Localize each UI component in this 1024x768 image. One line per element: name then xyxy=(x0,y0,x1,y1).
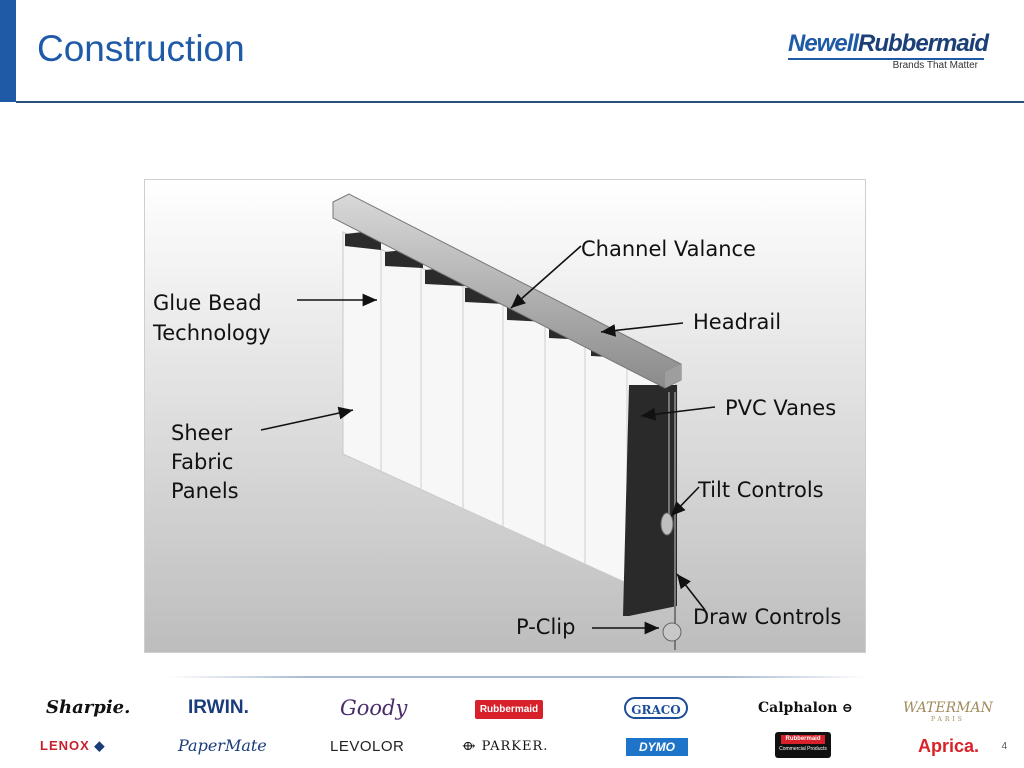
tilt-control-knob xyxy=(660,512,674,536)
waterman-subtext: PARIS xyxy=(931,716,965,723)
calphalon-mark-icon: ⊖ xyxy=(837,701,853,716)
irwin-text: IRWIN. xyxy=(188,697,249,718)
calphalon-text: Calphalon xyxy=(758,700,838,716)
irwin-logo: IRWIN. xyxy=(188,697,249,719)
papermate-text: PaperMate xyxy=(178,736,267,755)
levolor-logo: LEVOLOR xyxy=(330,738,404,755)
graco-text: GRACO xyxy=(631,703,681,717)
callout-sheer-1: Sheer xyxy=(171,421,232,445)
callout-p-clip: P-Clip xyxy=(516,615,575,639)
sharpie-logo: Sharpie. xyxy=(46,697,130,718)
parker-logo: ⟴ PARKER. xyxy=(462,739,548,754)
papermate-logo: PaperMate xyxy=(178,736,267,755)
goody-logo: Goody xyxy=(340,696,407,720)
callout-channel-valance: Channel Valance xyxy=(581,237,756,261)
headrail xyxy=(332,193,682,389)
logo-underline xyxy=(788,58,984,60)
lenox-mark-icon: ◆ xyxy=(89,738,106,753)
levolor-text: LEVOLOR xyxy=(330,738,405,755)
dymo-text: DYMO xyxy=(639,740,675,754)
aprica-text: Aprica. xyxy=(918,736,980,756)
parker-arrow-icon: ⟴ xyxy=(462,739,482,754)
page-number: 4 xyxy=(1001,741,1007,752)
accent-bar xyxy=(0,0,16,102)
goody-text: Goody xyxy=(340,696,408,720)
rubbermaid-text: Rubbermaid xyxy=(479,704,539,715)
waterman-text: WATERMAN xyxy=(903,700,993,716)
callout-arrows xyxy=(260,245,716,635)
callout-sheer-2: Fabric xyxy=(171,450,233,474)
logo-part-rubbermaid: Rubbermaid xyxy=(858,30,989,57)
callout-glue-bead-2: Technology xyxy=(152,321,271,345)
logo-tagline: Brands That Matter xyxy=(892,60,978,71)
callout-tilt-controls: Tilt Controls xyxy=(697,478,824,502)
blind-construction-diagram: Glue Bead Technology Sheer Fabric Panels… xyxy=(144,179,866,653)
p-clip-part xyxy=(662,622,682,642)
callout-glue-bead-1: Glue Bead xyxy=(153,291,262,315)
logo-wordmark: NewellRubbermaid xyxy=(788,30,989,58)
lenox-logo: LENOX ◆ xyxy=(40,738,105,754)
rubbermaid-commercial-text: Rubbermaid xyxy=(781,735,825,744)
callout-pvc-vanes: PVC Vanes xyxy=(725,396,836,420)
rubbermaid-commercial-subtext: Commercial Products xyxy=(779,746,827,752)
graco-logo: GRACO xyxy=(624,697,688,719)
footer-divider xyxy=(168,676,868,678)
pvc-vane-end xyxy=(623,385,677,616)
callout-draw-controls: Draw Controls xyxy=(693,605,841,629)
lenox-text: LENOX xyxy=(40,738,90,753)
waterman-logo: WATERMAN PARIS xyxy=(903,700,993,723)
logo-part-newell: Newell xyxy=(788,30,859,57)
rubbermaid-logo: Rubbermaid xyxy=(475,700,543,719)
calphalon-logo: Calphalon ⊖ xyxy=(758,700,853,716)
dymo-logo: DYMO xyxy=(626,738,688,756)
newell-rubbermaid-logo: NewellRubbermaid Brands That Matter xyxy=(788,30,989,75)
header-divider xyxy=(16,101,1024,103)
sharpie-text: Sharpie. xyxy=(46,697,131,718)
rubbermaid-commercial-logo: Rubbermaid Commercial Products xyxy=(775,732,831,758)
callout-headrail: Headrail xyxy=(693,310,781,334)
aprica-logo: Aprica. xyxy=(918,736,979,757)
page-title: Construction xyxy=(37,28,245,69)
diagram-svg: Glue Bead Technology Sheer Fabric Panels… xyxy=(145,180,865,652)
parker-text: PARKER. xyxy=(481,739,549,754)
callout-sheer-3: Panels xyxy=(171,479,239,503)
